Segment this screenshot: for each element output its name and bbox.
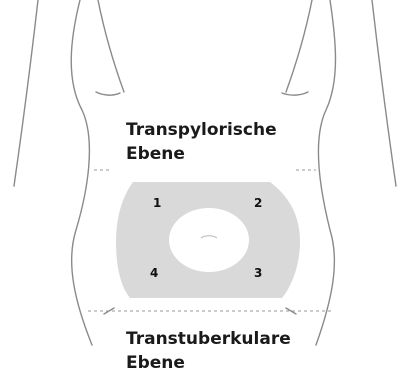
transtubercular-label-line-2: Ebene [126,351,291,375]
left-rib-line [98,0,124,92]
transpyloric-plane-label: Transpylorische Ebene [126,118,277,166]
right-rib-line [286,0,312,92]
transtubercular-label-line-1: Transtuberkulare [126,327,291,351]
transpyloric-label-line-1: Transpylorische [126,118,277,142]
left-body-line [71,0,92,345]
right-arm-outer-line [372,0,396,186]
left-nipple [96,92,120,95]
transpyloric-label-line-2: Ebene [126,142,277,166]
transtubercular-plane-label: Transtuberkulare Ebene [126,327,291,375]
quadrant-2-number: 2 [254,196,262,210]
quadrant-1-number: 1 [153,196,161,210]
quadrant-3-number: 3 [254,266,262,280]
right-body-line [316,0,336,345]
left-arm-outer-line [14,0,38,186]
quadrant-4-number: 4 [150,266,158,280]
umbilical-area [169,208,249,272]
